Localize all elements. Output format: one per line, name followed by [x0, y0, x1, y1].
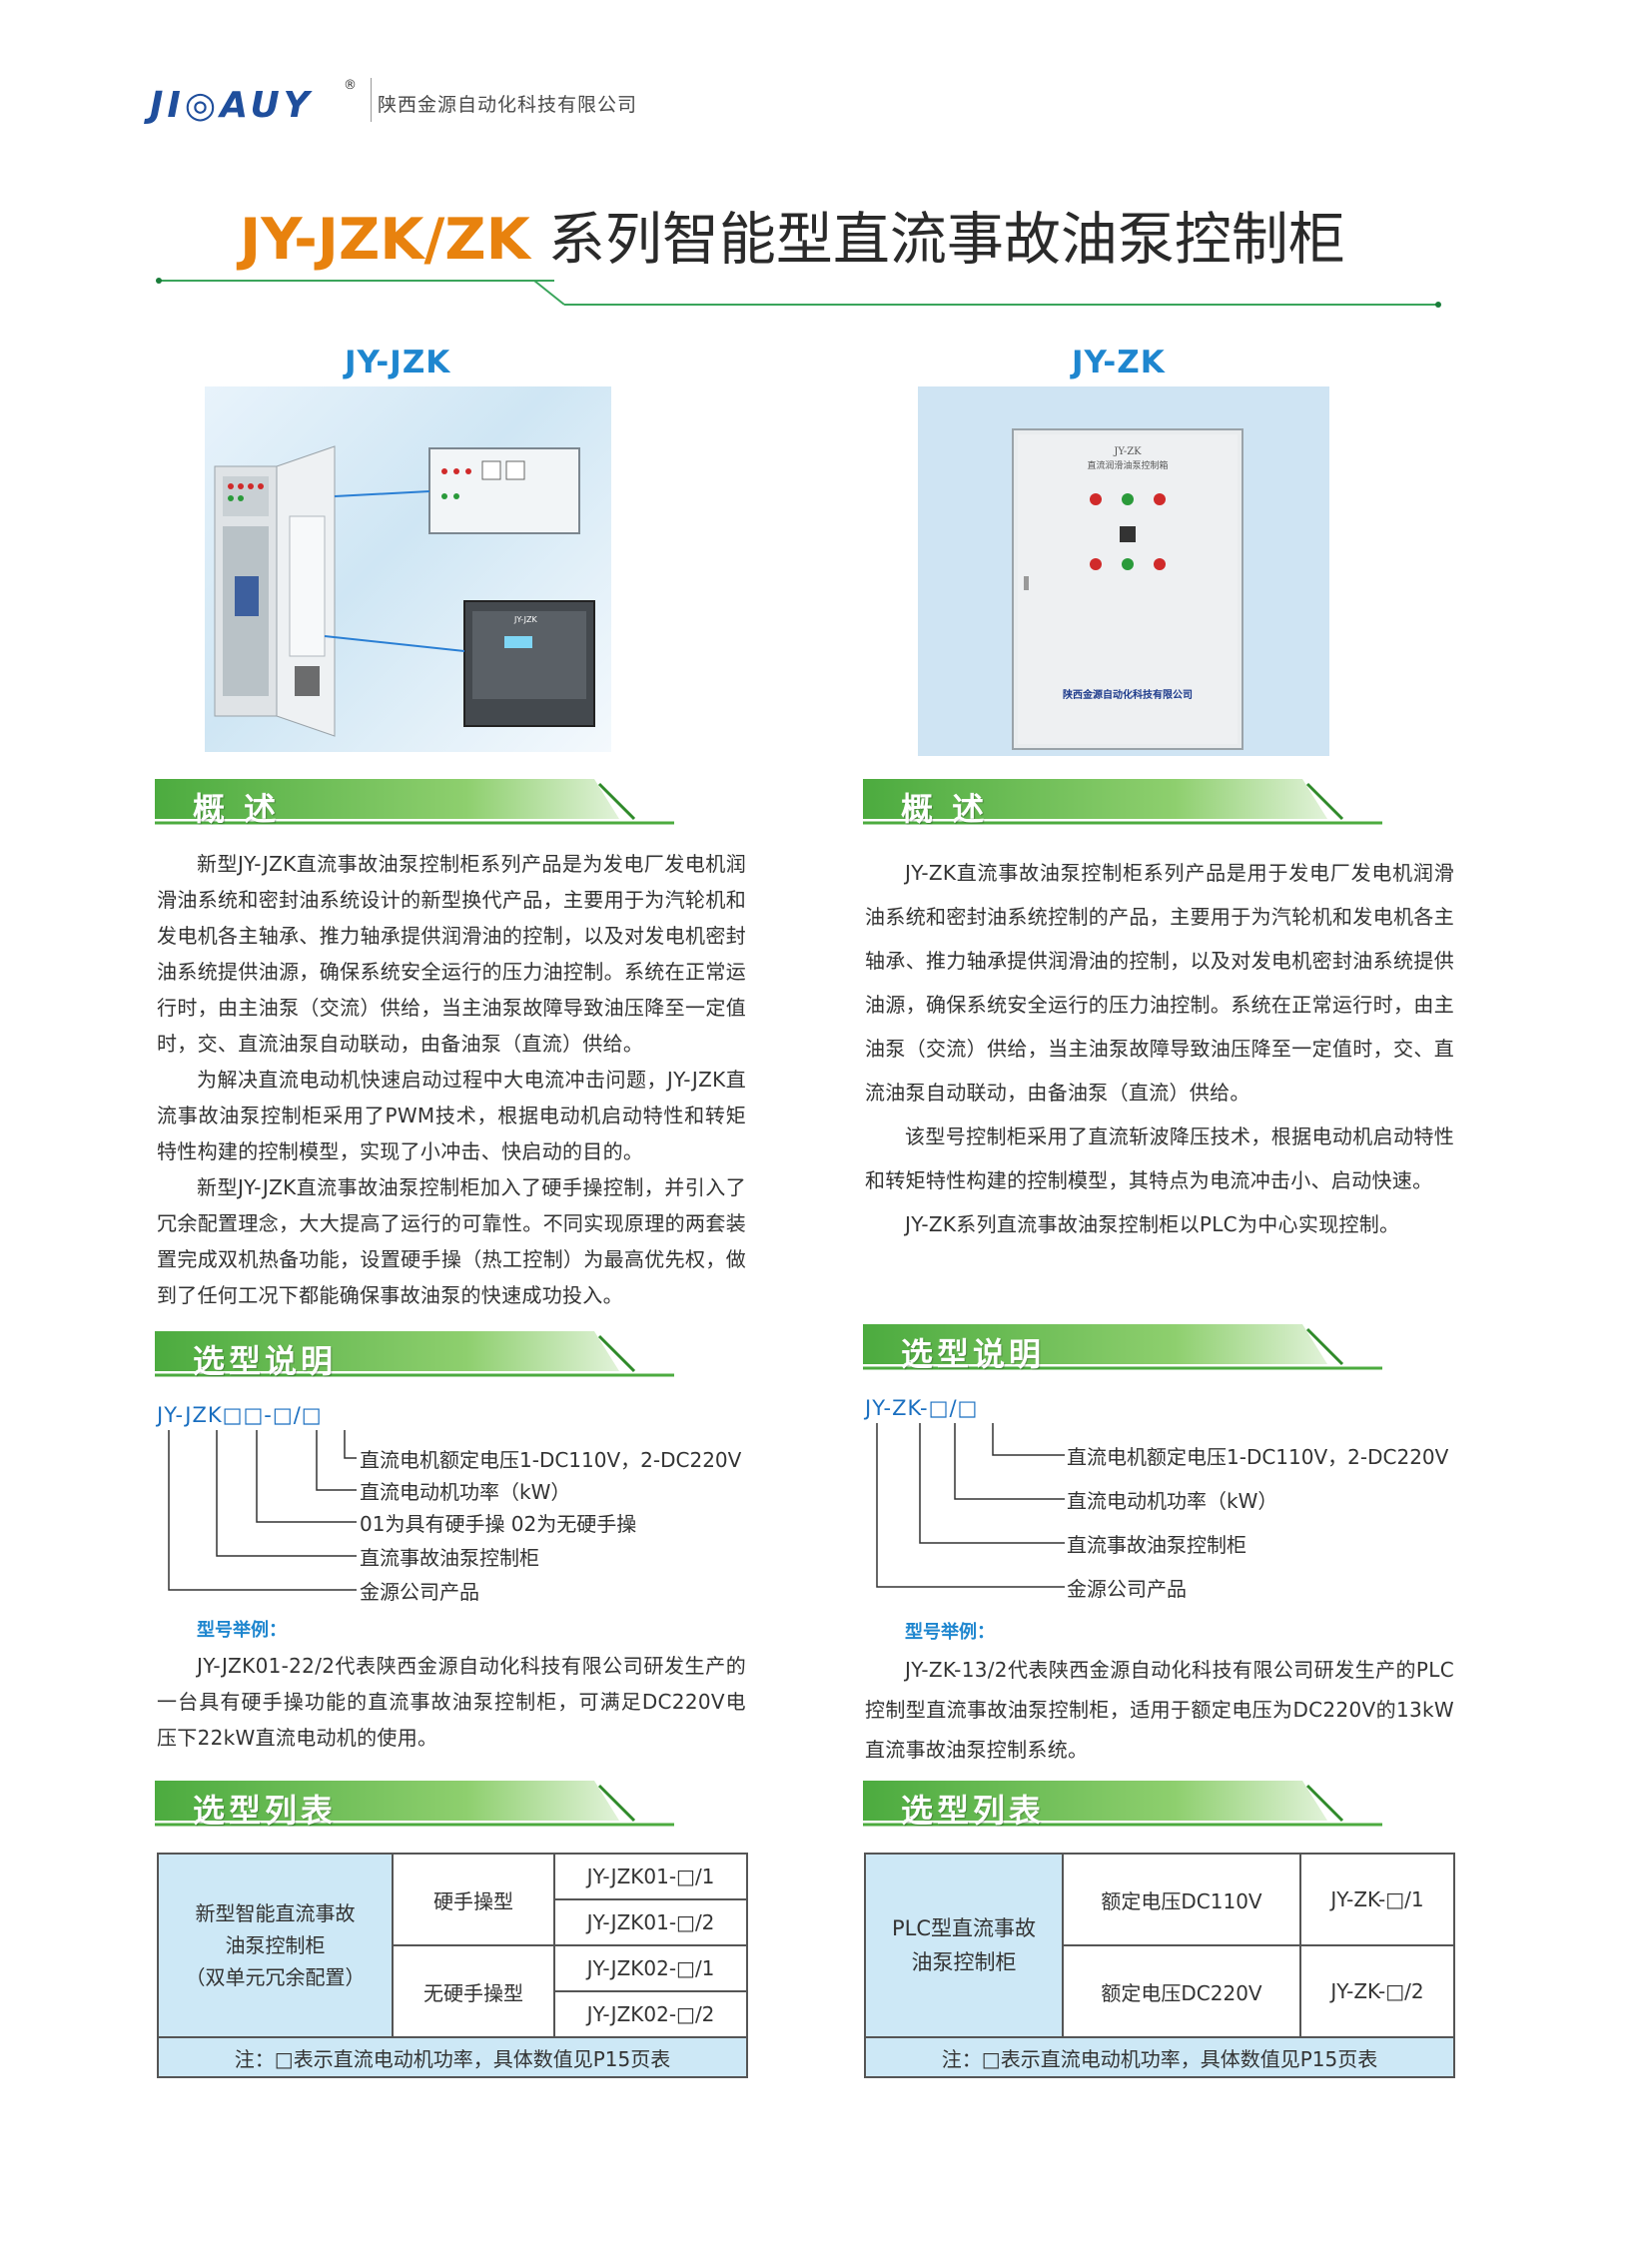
right-table-model: JY-ZK-□/2 — [1299, 1944, 1455, 2038]
left-selection-line-manual: 01为具有硬手操 02为无硬手操 — [360, 1512, 637, 1536]
right-example-title: 型号举例： — [905, 1622, 995, 1643]
left-selection-brackets — [168, 1430, 357, 1591]
cabinet-label-2: 直流润滑油泵控制箱 — [1087, 459, 1168, 471]
right-selection-tab: 选型说明 — [863, 1324, 1382, 1373]
left-table-product: 新型智能直流事故 油泵控制柜 （双单元冗余配置） — [157, 1853, 394, 2038]
right-selection-line-voltage: 直流电机额定电压1-DC110V，2-DC220V — [1067, 1445, 1449, 1469]
left-selection-table: 新型智能直流事故 油泵控制柜 （双单元冗余配置） 硬手操型 JY-JZK01-□… — [157, 1853, 748, 2078]
left-table-note: 注：□表示直流电动机功率，具体数值见P15页表 — [157, 2036, 748, 2078]
right-table-voltage: 额定电压DC220V — [1062, 1944, 1301, 2038]
left-table-model: JY-JZK01-□/1 — [553, 1853, 748, 1900]
company-name: 陕西金源自动化科技有限公司 — [378, 94, 638, 116]
left-overview-text: 新型JY-JZK直流事故油泵控制柜系列产品是为发电厂发电机润滑油系统和密封油系统… — [157, 852, 746, 1307]
right-selection-line-company: 金源公司产品 — [1067, 1577, 1187, 1601]
right-selection-line-power: 直流电动机功率（kW） — [1067, 1489, 1278, 1513]
left-table-type-no-manual: 无硬手操型 — [392, 1944, 555, 2038]
left-selection-tab: 选型说明 — [155, 1331, 674, 1380]
jy-zk-product-photo: JY-ZK 直流润滑油泵控制箱 陕西金源自动化科技有限公司 — [918, 386, 1329, 756]
cabinet-footer: 陕西金源自动化科技有限公司 — [1063, 688, 1193, 701]
right-overview-text: JY-ZK直流事故油泵控制柜系列产品是用于发电厂发电机润滑油系统和密封油系统控制… — [865, 861, 1454, 1236]
left-example-title: 型号举例： — [197, 1620, 287, 1641]
right-selection-line-cabinet: 直流事故油泵控制柜 — [1067, 1533, 1246, 1557]
left-model-label: JY-JZK — [345, 345, 451, 380]
cabinet-label-1: JY-ZK — [1113, 446, 1142, 457]
right-overview-tab: 概 述 — [863, 779, 1382, 828]
left-selection-line-voltage: 直流电机额定电压1-DC110V，2-DC220V — [360, 1448, 742, 1472]
left-selection-line-cabinet: 直流事故油泵控制柜 — [360, 1546, 539, 1570]
left-table-model: JY-JZK01-□/2 — [553, 1898, 748, 1946]
right-list-tab: 选型列表 — [863, 1781, 1382, 1830]
right-table-product: PLC型直流事故 油泵控制柜 — [864, 1853, 1064, 2038]
title-underline — [156, 278, 1441, 308]
right-table-note: 注：□表示直流电动机功率，具体数值见P15页表 — [864, 2036, 1455, 2078]
left-table-model: JY-JZK02-□/2 — [553, 1990, 748, 2038]
jy-jzk-product-photo: JY-JZK — [205, 386, 611, 752]
left-selection-line-company: 金源公司产品 — [360, 1580, 479, 1604]
right-selection-code: JY-ZK-□/□ — [865, 1396, 979, 1420]
left-table-model: JY-JZK02-□/1 — [553, 1944, 748, 1992]
right-selection-table: PLC型直流事故 油泵控制柜 额定电压DC110V JY-ZK-□/1 额定电压… — [864, 1853, 1455, 2078]
left-list-tab: 选型列表 — [155, 1781, 674, 1830]
left-table-type-manual: 硬手操型 — [392, 1853, 555, 1946]
right-example-text: JY-ZK-13/2代表陕西金源自动化科技有限公司研发生产的PLC控制型直流事故… — [865, 1658, 1454, 1762]
right-model-label: JY-ZK — [1072, 345, 1166, 380]
header-divider — [371, 78, 372, 122]
right-table-voltage: 额定电压DC110V — [1062, 1853, 1301, 1946]
left-overview-tab: 概 述 — [155, 779, 674, 828]
right-table-model: JY-ZK-□/1 — [1299, 1853, 1455, 1946]
company-logo: JI◎AUY — [150, 85, 314, 126]
registered-mark: ® — [344, 78, 357, 93]
panel-model-text: JY-JZK — [513, 615, 537, 624]
left-selection-line-power: 直流电动机功率（kW） — [360, 1480, 571, 1504]
right-selection-brackets — [876, 1423, 1065, 1588]
left-selection-code: JY-JZK□□-□/□ — [157, 1403, 323, 1427]
page-title: JY-JZK/ZK 系列智能型直流事故油泵控制柜 — [240, 207, 1345, 273]
left-example-text: JY-JZK01-22/2代表陕西金源自动化科技有限公司研发生产的一台具有硬手操… — [157, 1654, 746, 1750]
